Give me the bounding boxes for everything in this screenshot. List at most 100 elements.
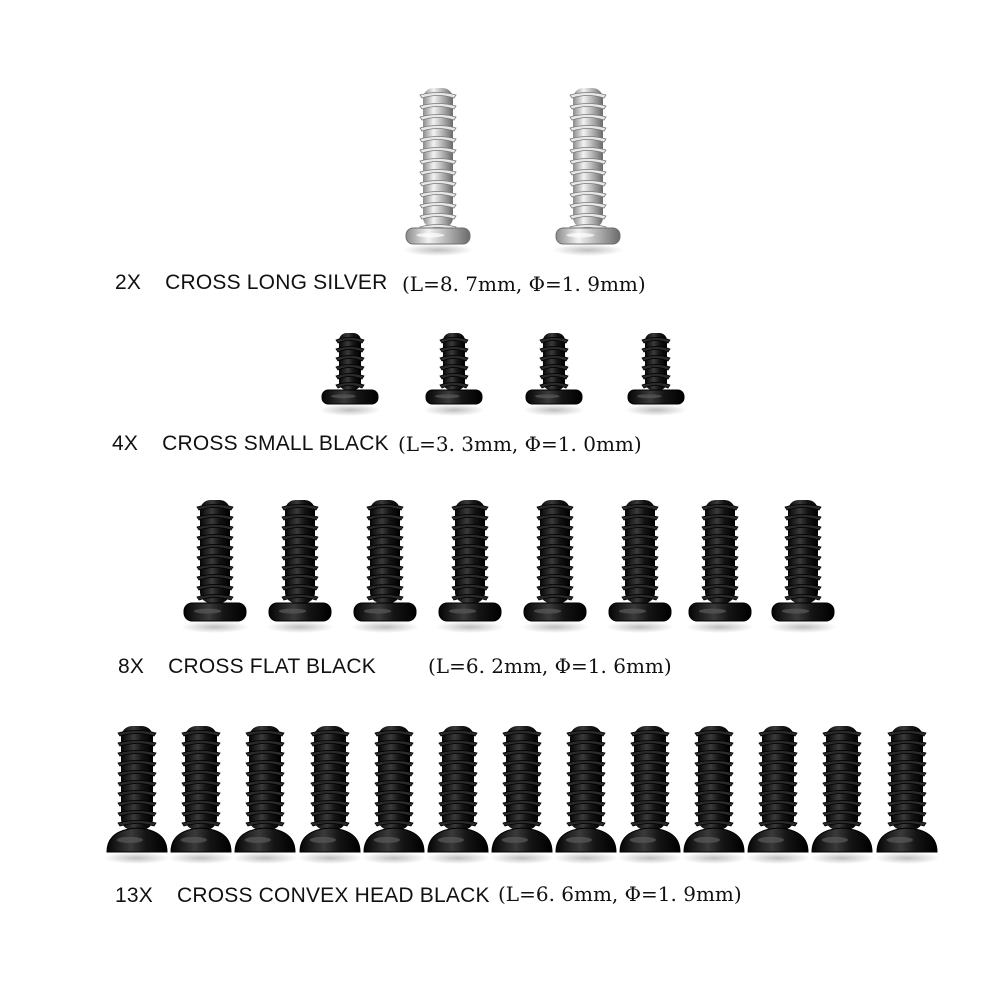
screw-thread bbox=[758, 730, 798, 737]
screw-thread bbox=[641, 382, 671, 389]
screw-thread bbox=[335, 364, 365, 371]
screw-thread bbox=[784, 504, 822, 511]
screw-thread bbox=[701, 514, 739, 521]
screw-head-highlight bbox=[629, 836, 656, 843]
screw-thread bbox=[451, 504, 489, 511]
screw-thread bbox=[196, 544, 234, 551]
screw-thread bbox=[310, 760, 350, 767]
screw-thread bbox=[784, 524, 822, 531]
screw-thread bbox=[451, 564, 489, 571]
screw-thread bbox=[366, 574, 404, 581]
screw-thread bbox=[245, 750, 285, 757]
screw bbox=[402, 88, 474, 256]
screw-thread bbox=[701, 594, 739, 601]
screw-thread bbox=[621, 514, 659, 521]
screw-thread bbox=[536, 524, 574, 531]
screw-thread bbox=[374, 730, 414, 737]
screw-thread bbox=[621, 524, 659, 531]
screw-thread bbox=[694, 790, 734, 797]
screw-thread bbox=[539, 355, 569, 362]
screw-thread bbox=[196, 514, 234, 521]
screw bbox=[423, 333, 485, 416]
screw-thread bbox=[569, 158, 607, 165]
screw-thread bbox=[536, 504, 574, 511]
quantity: 4X bbox=[112, 432, 139, 455]
screw-thread bbox=[117, 820, 157, 827]
screw-thread bbox=[539, 364, 569, 371]
screw bbox=[319, 333, 381, 416]
screw-thread bbox=[366, 534, 404, 541]
screw-shadow bbox=[350, 621, 420, 633]
screw-head-highlight bbox=[116, 836, 143, 843]
screw-shadow bbox=[553, 852, 619, 864]
screw-thread bbox=[438, 790, 478, 797]
quantity: 8X bbox=[118, 655, 145, 678]
screw bbox=[520, 500, 590, 633]
screw-thread bbox=[502, 740, 542, 747]
screw-shadow bbox=[168, 852, 234, 864]
spec-convex-black: (L=6. 6mm, Φ=1. 9mm) bbox=[498, 882, 742, 906]
screw-thread bbox=[281, 574, 319, 581]
screw-thread bbox=[784, 544, 822, 551]
screw-thread bbox=[502, 780, 542, 787]
screw-thread bbox=[621, 594, 659, 601]
screw-thread bbox=[281, 514, 319, 521]
screw-thread bbox=[439, 382, 469, 389]
screw bbox=[523, 333, 585, 416]
screw-thread bbox=[310, 730, 350, 737]
screw-thread bbox=[701, 554, 739, 561]
screw-head-highlight bbox=[698, 608, 727, 614]
screw bbox=[232, 726, 298, 864]
screw-shadow bbox=[685, 621, 755, 633]
screw-head-highlight bbox=[373, 836, 400, 843]
screw-thread bbox=[419, 103, 457, 110]
screw-head-highlight bbox=[193, 608, 222, 614]
screw-shadow bbox=[617, 852, 683, 864]
screw-thread bbox=[701, 534, 739, 541]
quantity: 13X bbox=[115, 884, 153, 907]
screw-thread bbox=[196, 534, 234, 541]
screw-thread bbox=[887, 810, 927, 817]
screw-thread bbox=[536, 564, 574, 571]
screw-thread bbox=[438, 800, 478, 807]
screw-thread bbox=[641, 337, 671, 344]
screw-thread bbox=[822, 820, 862, 827]
screw-thread bbox=[566, 740, 606, 747]
screw-thread bbox=[374, 790, 414, 797]
screw-shadow bbox=[104, 852, 170, 864]
screw-thread bbox=[117, 730, 157, 737]
screw-head-highlight bbox=[437, 836, 464, 843]
screw-thread bbox=[569, 202, 607, 209]
screw-thread bbox=[419, 136, 457, 143]
screw-thread bbox=[451, 594, 489, 601]
screw-thread bbox=[366, 524, 404, 531]
screw-thread bbox=[887, 770, 927, 777]
screw-head-highlight bbox=[565, 836, 592, 843]
screw-head-highlight bbox=[693, 836, 720, 843]
screw-thread bbox=[569, 169, 607, 176]
screw-thread bbox=[181, 740, 221, 747]
screw-thread bbox=[630, 810, 670, 817]
screw-thread bbox=[281, 564, 319, 571]
screw-thread bbox=[887, 750, 927, 757]
screw-head-highlight bbox=[636, 394, 662, 399]
screw-thread bbox=[694, 780, 734, 787]
screw-thread bbox=[335, 373, 365, 380]
screw-thread bbox=[784, 554, 822, 561]
screw-shadow bbox=[402, 244, 474, 256]
screw-thread bbox=[641, 346, 671, 353]
screw-shadow bbox=[523, 404, 585, 416]
screw-thread bbox=[641, 355, 671, 362]
screw-name: CROSS LONG SILVER bbox=[165, 271, 388, 294]
screw bbox=[874, 726, 940, 864]
screw-thread bbox=[438, 740, 478, 747]
screw bbox=[168, 726, 234, 864]
screw-shaft bbox=[573, 88, 603, 228]
screw-shadow bbox=[552, 244, 624, 256]
screw-thread bbox=[822, 760, 862, 767]
screw-thread bbox=[701, 564, 739, 571]
screw-thread bbox=[758, 770, 798, 777]
screw bbox=[681, 726, 747, 864]
screw-shadow bbox=[745, 852, 811, 864]
